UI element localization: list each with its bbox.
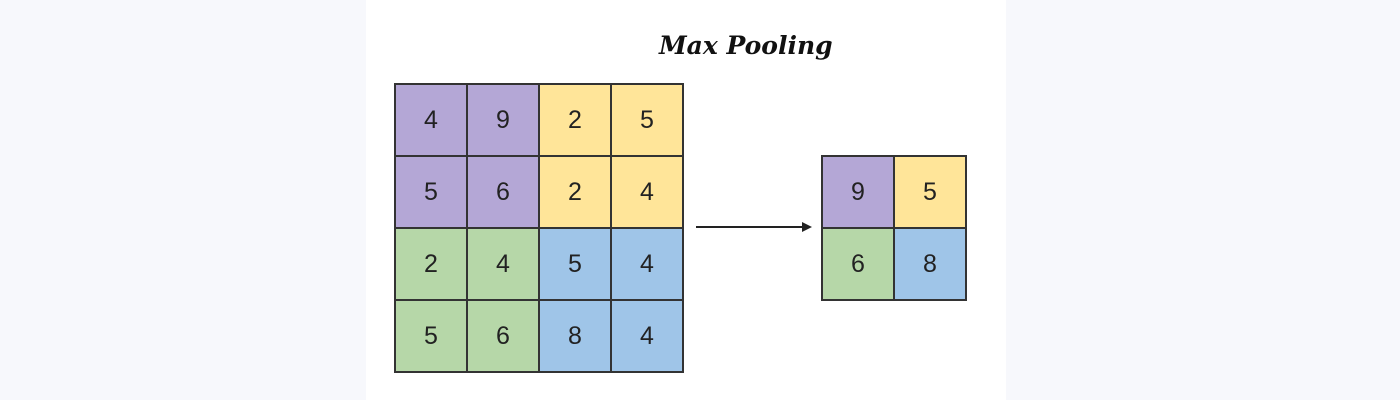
input-cell-r1-c1: 4 — [396, 85, 468, 157]
input-cell-r2-c1: 5 — [396, 157, 468, 229]
input-cell-r3-c1: 2 — [396, 229, 468, 301]
output-cell-r1-c2: 5 — [895, 157, 967, 229]
output-cell-r1-c1: 9 — [823, 157, 895, 229]
right-arrow-icon — [696, 222, 812, 232]
input-cell-r3-c3: 5 — [540, 229, 612, 301]
input-cell-r2-c4: 4 — [612, 157, 684, 229]
input-cell-r3-c4: 4 — [612, 229, 684, 301]
input-cell-r4-c1: 5 — [396, 301, 468, 373]
output-cell-r2-c1: 6 — [823, 229, 895, 301]
output-cell-r2-c2: 8 — [895, 229, 967, 301]
input-cell-r1-c2: 9 — [468, 85, 540, 157]
input-cell-r1-c3: 2 — [540, 85, 612, 157]
input-cell-r4-c3: 8 — [540, 301, 612, 373]
input-cell-r2-c3: 2 — [540, 157, 612, 229]
input-cell-r3-c2: 4 — [468, 229, 540, 301]
input-cell-r2-c2: 6 — [468, 157, 540, 229]
input-cell-r4-c2: 6 — [468, 301, 540, 373]
input-cell-r4-c4: 4 — [612, 301, 684, 373]
diagram-title: Max Pooling — [659, 31, 833, 60]
input-cell-r1-c4: 5 — [612, 85, 684, 157]
